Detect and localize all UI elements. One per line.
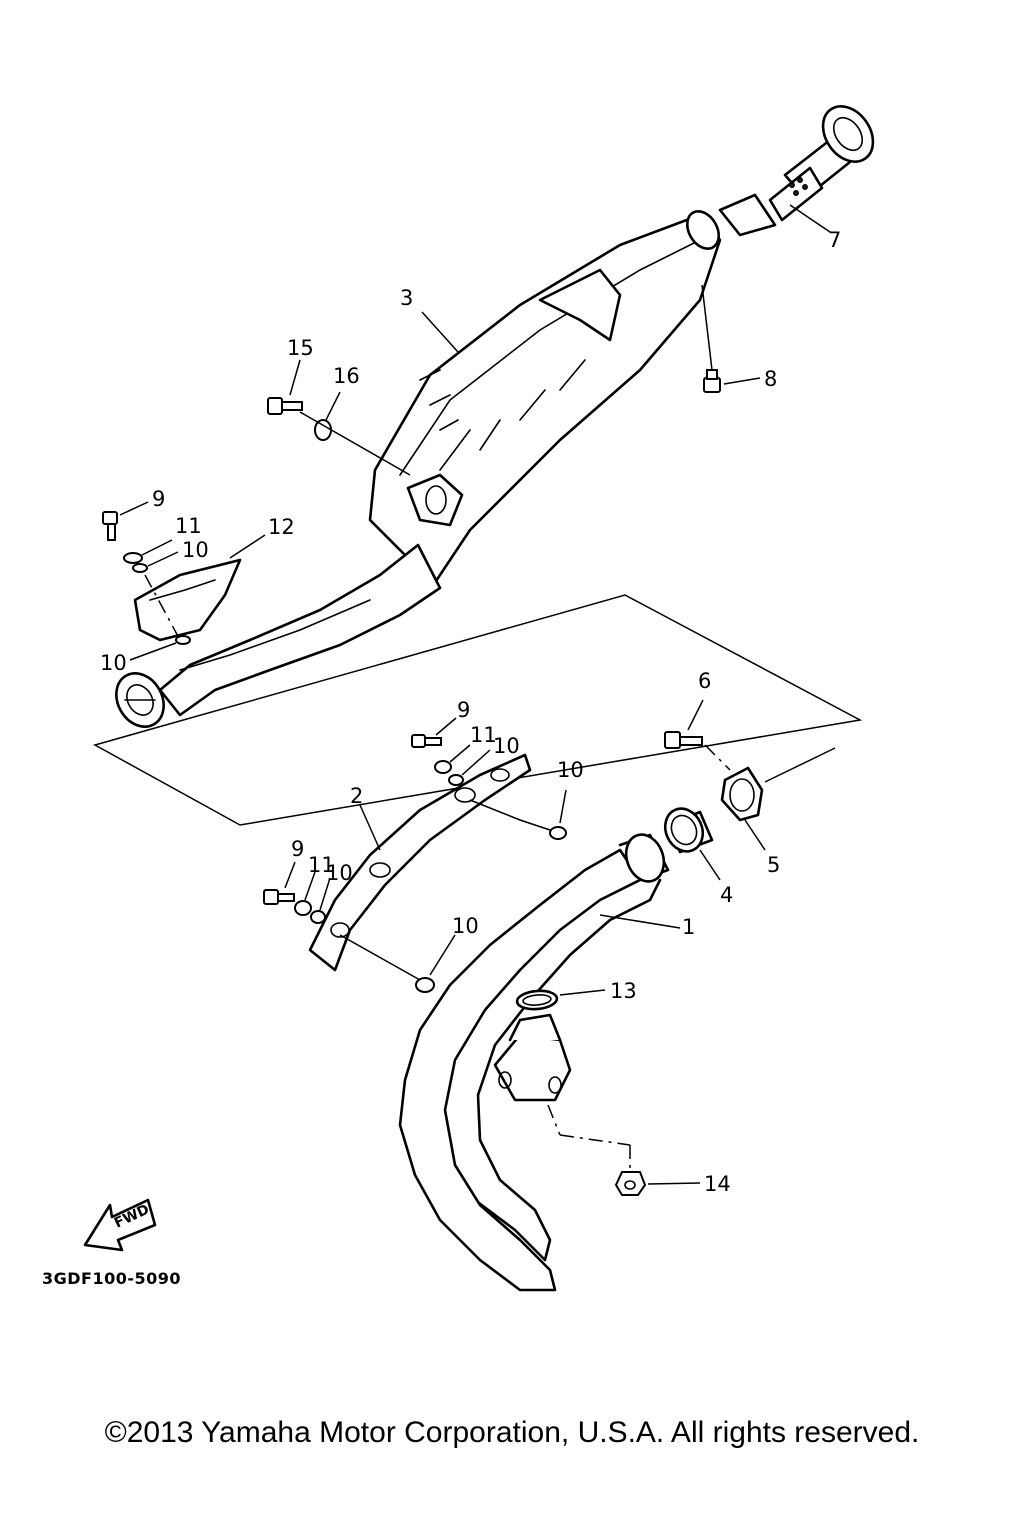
callout-4: 4 [720,883,733,907]
part-11-10-washers-middle [434,744,567,840]
callout-10-upper: 10 [182,538,209,562]
part-6-bolt [664,699,731,771]
part-11-10-washers-upper [123,539,191,661]
callout-5: 5 [767,853,780,877]
callout-8: 8 [764,367,777,391]
part-13-gasket [515,989,606,1011]
callout-16: 16 [333,364,360,388]
callout-10-lower: 10 [326,861,353,885]
part-15-bolt [267,359,303,415]
part-2-bracket [308,753,532,972]
muffler-group-frame [93,594,863,826]
callout-9-middle: 9 [457,698,470,722]
callout-7: 7 [828,228,841,252]
callout-12: 12 [268,515,295,539]
callout-11-upper: 11 [175,514,202,538]
callout-1: 1 [682,915,695,939]
part-16-washer [299,391,411,476]
callout-3: 3 [400,286,413,310]
callout-10-middle: 10 [493,734,520,758]
callout-9-lower: 9 [291,837,304,861]
callout-13: 13 [610,979,637,1003]
diagram-code: 3GDF100-5090 [42,1269,181,1288]
part-7-spark-arrester [718,105,875,237]
part-5-clamp [720,747,836,851]
callout-11-lower: 11 [308,853,335,877]
callout-10-right: 10 [557,758,584,782]
callout-11-middle: 11 [470,723,497,747]
part-8-bolt [701,284,761,393]
callout-2: 2 [350,784,363,808]
part-14-nut [547,1104,701,1196]
part-9-bolt-middle [411,717,457,748]
part-1-exhaust-pipe [398,833,681,1292]
callout-15: 15 [287,336,314,360]
callout-14: 14 [704,1172,731,1196]
part-11-10-washers-lower [294,871,456,993]
part-3-muffler [115,210,722,728]
part-9-bolt-lower [263,861,296,905]
part-4-gasket [663,807,721,881]
callout-9-upper: 9 [152,487,165,511]
fwd-arrow-icon: FWD [83,1198,157,1252]
copyright-notice: ©2013 Yamaha Motor Corporation, U.S.A. A… [104,1416,920,1449]
callout-6: 6 [698,669,711,693]
part-12-protector [133,534,266,642]
callout-10-bottom: 10 [452,914,479,938]
callout-10-protector: 10 [100,651,127,675]
part-9-bolt-upper [102,501,149,541]
